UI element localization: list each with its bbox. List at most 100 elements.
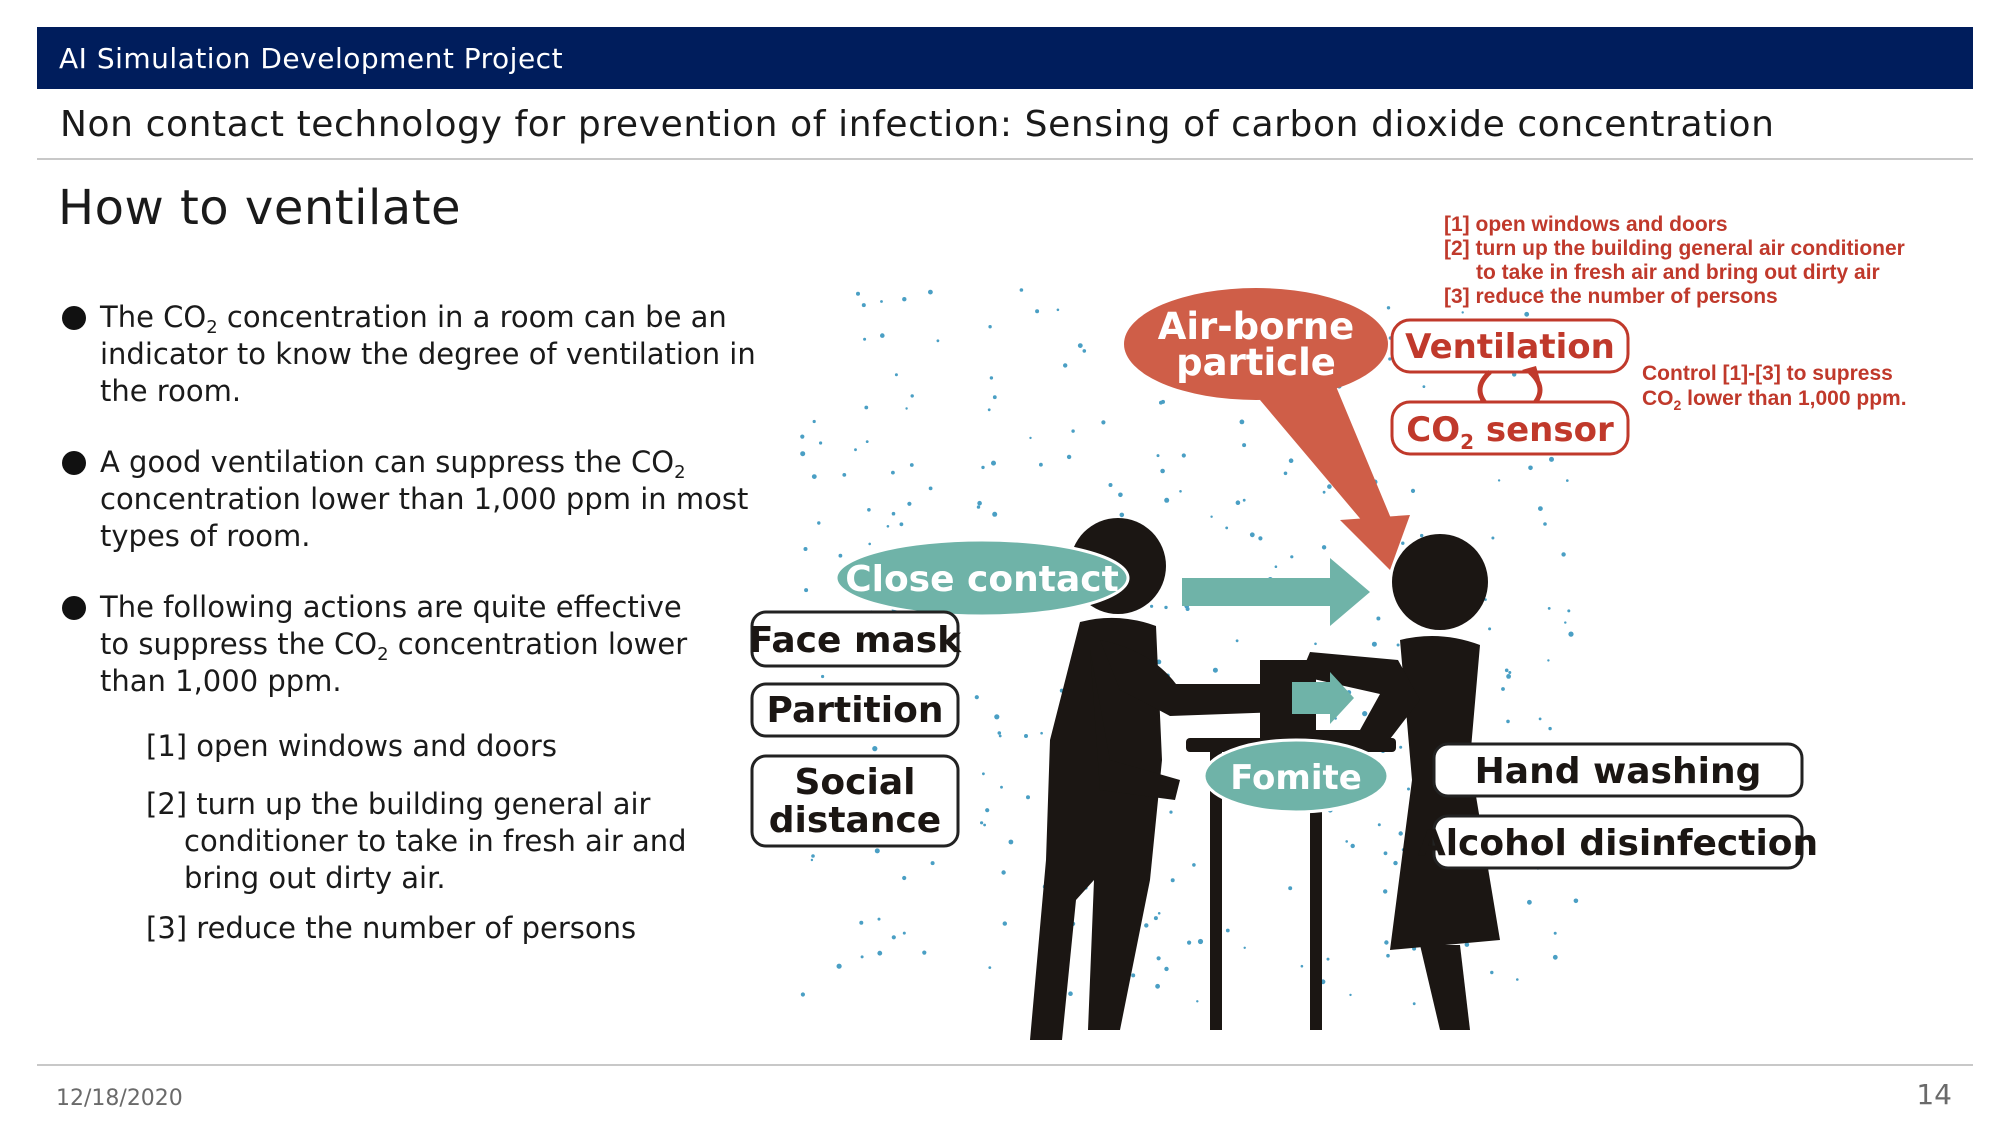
divider-top [37,158,1973,160]
particle-dot [1548,726,1552,731]
particle-dot [804,588,809,593]
particle-dot [994,714,1000,720]
particle-dot [1283,471,1288,476]
particle-dot [1274,565,1278,568]
particle-dot [1019,288,1024,292]
particle-dot [1516,978,1519,981]
particle-dot [1243,946,1246,949]
particle-dot [1549,456,1554,462]
bullet-dot-icon [62,451,86,475]
particle-dot [1384,940,1389,945]
particle-dot [1029,436,1032,440]
particle-dot [902,875,907,881]
particle-dot [1108,483,1113,487]
close-contact-arrow [1182,558,1370,626]
particle-dot [1401,541,1405,545]
fomite-arrow [1292,672,1354,724]
particle-dot [872,746,878,752]
action-item-3: [3] reduce the number of persons [146,911,637,945]
particle-dot [974,695,979,700]
particle-dot [1491,536,1495,540]
particle-dot [1399,745,1403,749]
particle-dot [1524,311,1530,317]
note-line-4: [3] reduce the number of persons [1444,285,1778,308]
particle-dot [1131,973,1136,978]
particle-dot [861,303,866,308]
particle-dot [977,500,982,506]
particle-dot [880,300,883,303]
particle-dot [1161,399,1165,404]
bullet-item-2: A good ventilation can suppress the CO2 … [62,444,752,555]
airborne-bubble [1124,288,1388,400]
particle-dot [800,451,806,457]
particle-dot [1210,515,1213,518]
particle-dot [1506,674,1511,679]
particle-dot [910,394,914,398]
alcohol-box [1432,814,1804,870]
particle-dot [899,522,904,527]
particle-dot [1156,659,1162,665]
particle-dot [1039,462,1043,467]
particle-dot [886,525,890,528]
fomite-label: Fomite [1230,758,1362,798]
footer-date: 12/18/2020 [56,1086,183,1111]
particle-dot [865,440,869,443]
particle-dot [1235,500,1241,506]
particle-dot [902,297,907,302]
particle-dot [1420,533,1424,538]
particle-dot [1553,931,1557,935]
particle-dot [1156,956,1161,961]
particle-dot [936,339,940,343]
note-line-1: [1] open windows and doors [1444,213,1728,236]
particle-dot [988,325,992,329]
particle-dot [1538,506,1543,511]
particle-dot [1185,607,1190,611]
particle-dot [874,848,880,854]
particle-dot [891,935,896,940]
project-title: AI Simulation Development Project [59,41,564,75]
particle-dot [856,291,860,296]
close-contact-label: Close contact [845,559,1119,600]
particle-dot [928,289,933,295]
particle-dot [1242,498,1246,502]
particle-dot [1001,870,1006,875]
particle-dot [836,963,842,969]
particle-dot [1552,954,1558,960]
particle-dot [1156,454,1160,458]
particle-dot [1412,1002,1416,1006]
particle-dot [811,474,817,479]
particle-dot [891,470,895,475]
particle-dot [909,463,914,467]
particle-dot [1239,419,1245,425]
note-line-3: to take in fresh air and bring out dirty… [1476,261,1880,284]
left-person-silhouette [1030,518,1280,1040]
particle-dot [1187,940,1192,945]
particle-dot [1035,309,1040,314]
cycle-arrowhead-right [1522,366,1540,380]
particle-dot [1386,306,1391,310]
particle-dot [1212,667,1218,673]
particle-dot [998,734,1002,738]
particle-dot [1504,668,1509,673]
particle-dot [860,955,864,959]
bullet-text: The CO2 concentration in a room can be a… [100,300,756,408]
particle-dot [1561,552,1566,557]
particle-dot [1362,711,1368,717]
particle-dot [1101,420,1106,425]
particle-dot [819,441,823,445]
ventilation-notes: [1] open windows and doors [2] turn up t… [1444,213,1905,308]
note-line-2: [2] turn up the building general air con… [1444,237,1905,260]
particle-dot [1501,687,1505,691]
bullet-dot-icon [62,306,86,330]
particle-dot [1508,671,1512,674]
particle-dot [992,511,998,517]
particle-dot [863,337,867,341]
particle-dot [1371,641,1377,647]
airborne-arrow [1260,372,1400,548]
particle-dot [905,407,908,410]
particle-dot [997,731,1002,735]
particle-dot [1026,795,1030,800]
particle-dot [1002,921,1007,926]
particle-dot [981,465,985,470]
particle-dot [812,419,816,424]
